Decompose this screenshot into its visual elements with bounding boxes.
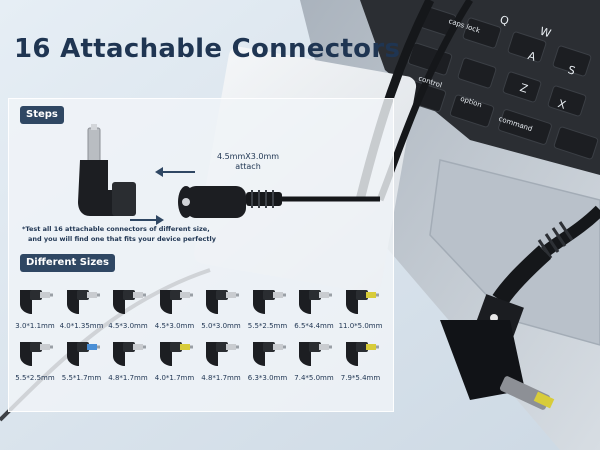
connector-size-label: 5.5*1.7mm <box>61 374 102 382</box>
angled-connector-icon <box>66 290 100 314</box>
angled-connector-icon <box>252 290 286 314</box>
connector-size-label: 5.0*3.0mm <box>201 322 241 330</box>
angled-connector-icon <box>252 342 286 366</box>
connector-size-label: 7.9*5.4mm <box>340 374 381 382</box>
connector-item: 6.5*4.4mm <box>291 284 337 330</box>
angled-connector-icon <box>66 342 100 366</box>
connector-item: 4.5*3.0mm <box>105 284 151 330</box>
connector-item: 6.3*3.0mm <box>245 336 291 382</box>
connector-item: 7.4*5.0mm <box>291 336 337 382</box>
connector-item: 4.0*1.7mm <box>152 336 198 382</box>
angled-connector-icon <box>159 342 193 366</box>
laptop-trackpad <box>429 159 600 346</box>
connector-size-label: 4.8*1.7mm <box>201 374 241 382</box>
connector-size-label: 11.0*5.0mm <box>338 322 383 330</box>
angled-connector-icon <box>206 290 239 314</box>
arrow-left-icon <box>155 167 195 177</box>
steps-badge: Steps <box>20 106 64 124</box>
connector-size-label: 4.0*1.35mm <box>59 322 104 330</box>
connector-size-label: 4.0*1.7mm <box>154 374 195 382</box>
angled-connector-icon <box>345 342 379 366</box>
angled-connector-icon <box>20 342 53 366</box>
angled-connector-icon <box>113 290 146 314</box>
connector-size-label: 4.8*1.7mm <box>108 374 148 382</box>
connector-item: 11.0*5.0mm <box>338 284 384 330</box>
connector-size-label: 3.0*1.1mm <box>15 322 55 330</box>
connector-size-label: 4.5*3.0mm <box>108 322 148 330</box>
connector-item: 5.5*2.5mm <box>245 284 291 330</box>
angled-connector-icon <box>299 342 332 366</box>
angled-connector-icon <box>345 290 379 314</box>
connector-size-label: 4.5*3.0mm <box>154 322 195 330</box>
angled-connector-icon <box>159 290 193 314</box>
steps-note: *Test all 16 attachable connectors of di… <box>22 224 216 244</box>
dc-cable-right <box>541 205 600 257</box>
note-line-2: and you will find one that fits your dev… <box>28 235 216 243</box>
page-title: 16 Attachable Connectors <box>14 34 401 64</box>
connector-item: 3.0*1.1mm <box>12 284 58 330</box>
connector-size-label: 5.5*2.5mm <box>247 322 288 330</box>
attach-size-label: 4.5mmX3.0mm attach <box>216 152 280 171</box>
star-icon: * <box>22 225 26 233</box>
steps-illustration <box>78 124 380 225</box>
connector-item: 4.5*3.0mm <box>152 284 198 330</box>
connector-item: 7.9*5.4mm <box>338 336 384 382</box>
connector-item: 4.8*1.7mm <box>198 336 244 382</box>
angled-connector-icon <box>299 290 332 314</box>
arrow-right-icon <box>130 215 164 225</box>
angled-connector-icon <box>113 342 146 366</box>
angled-connector-icon <box>78 124 136 216</box>
connector-item: 4.0*1.35mm <box>59 284 105 330</box>
angled-connector-icon <box>206 342 239 366</box>
connector-size-label: 7.4*5.0mm <box>294 374 334 382</box>
note-line-1: Test all 16 attachable connectors of dif… <box>25 225 210 233</box>
straight-tip-connector-icon <box>20 290 53 314</box>
connector-size-label: 6.5*4.4mm <box>294 322 334 330</box>
connector-item: 5.5*2.5mm <box>12 336 58 382</box>
different-sizes-badge: Different Sizes <box>20 254 115 272</box>
connector-item: 5.0*3.0mm <box>198 284 244 330</box>
connector-size-label: 6.3*3.0mm <box>247 374 288 382</box>
connector-size-label: 5.5*2.5mm <box>15 374 55 382</box>
connector-item: 5.5*1.7mm <box>59 336 105 382</box>
dc-plug-icon <box>178 186 380 218</box>
connector-item: 4.8*1.7mm <box>105 336 151 382</box>
